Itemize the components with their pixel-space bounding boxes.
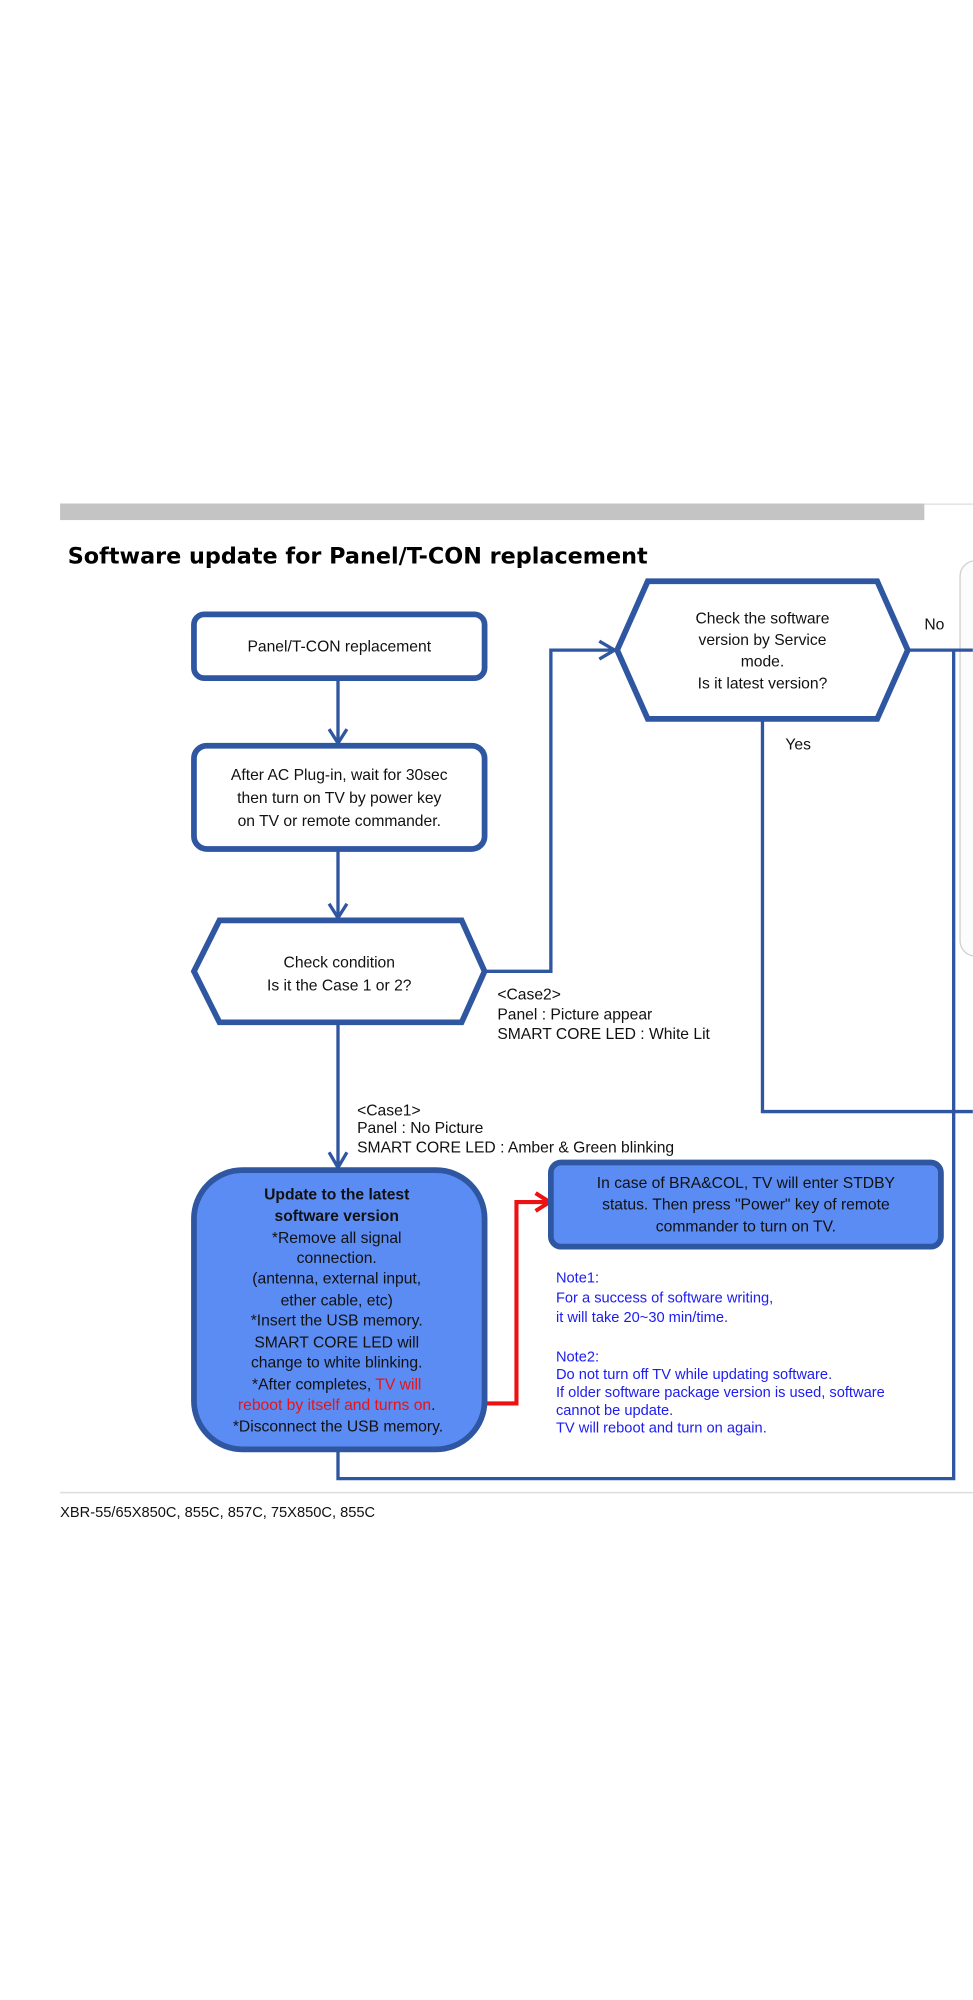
svg-text:In case of BRA&COL, TV will: In case of BRA&COL, TV will enter STDBY: [597, 1175, 896, 1192]
svg-text:TV will reboot and turn on aga: TV will reboot and turn on again.: [556, 1421, 767, 1437]
svg-text:SMART CORE LED : White Lit: SMART CORE LED : White Lit: [497, 1026, 710, 1043]
node-stdby: In case of BRA&COL, TV will enter STDBY …: [548, 1159, 944, 1250]
svg-text:software version: software version: [275, 1208, 399, 1225]
svg-text:*Remove all signal: *Remove all signal: [272, 1230, 402, 1247]
svg-text:Check condition: Check condition: [284, 954, 395, 971]
svg-text:reboot by itself and turns on.: reboot by itself and turns on.: [238, 1397, 436, 1414]
svg-text:change to white blinking.: change to white blinking.: [251, 1355, 422, 1372]
svg-text:on TV or remote commander.: on TV or remote commander.: [238, 813, 441, 830]
svg-text:If older software package vers: If older software package version is use…: [556, 1385, 885, 1401]
svg-text:status. Then press "Power" key: status. Then press "Power" key of remote: [602, 1197, 890, 1214]
svg-text:*Insert the USB memory.: *Insert the USB memory.: [251, 1313, 423, 1330]
svg-text:Do not turn off TV while updat: Do not turn off TV while updating softwa…: [556, 1367, 832, 1383]
svg-text:SMART CORE LED : Amber & Green: SMART CORE LED : Amber & Green blinking: [357, 1139, 674, 1156]
svg-text:After AC Plug-in, wait for 30s: After AC Plug-in, wait for 30sec: [231, 767, 448, 784]
svg-text:commander to turn on TV.: commander to turn on TV.: [656, 1218, 836, 1235]
svg-text:Is it the Case 1 or 2?: Is it the Case 1 or 2?: [267, 977, 412, 994]
header-bar: [60, 503, 925, 521]
svg-text:*After completes, TV will: *After completes, TV will: [252, 1376, 421, 1393]
svg-text:Note2:: Note2:: [556, 1349, 599, 1365]
label-case2: <Case2> Panel : Picture appear SMART COR…: [497, 986, 710, 1043]
svg-text:mode.: mode.: [741, 654, 785, 671]
label-case1: <Case1> Panel : No Picture SMART CORE LE…: [357, 1102, 674, 1156]
node-start: Panel/T-CON replacement: [191, 611, 488, 682]
svg-text:connection.: connection.: [297, 1250, 377, 1267]
footer-model-list: XBR-55/65X850C, 855C, 857C, 75X850C, 855…: [60, 1505, 375, 1521]
svg-text:Panel/T-CON replacement: Panel/T-CON replacement: [247, 638, 431, 655]
svg-text:*Disconnect the USB memory.: *Disconnect the USB memory.: [233, 1418, 443, 1435]
svg-text:Panel : Picture appear: Panel : Picture appear: [497, 1007, 652, 1024]
node-power-on: After AC Plug-in, wait for 30sec then tu…: [191, 742, 488, 852]
svg-text:cannot be update.: cannot be update.: [556, 1403, 673, 1419]
svg-text:version by Service: version by Service: [699, 632, 827, 649]
node-update: Update to the latest software version *R…: [191, 1167, 488, 1453]
edge-yes: [760, 718, 973, 1114]
side-panel-edge: [959, 560, 973, 957]
svg-text:(antenna, external input,: (antenna, external input,: [252, 1271, 421, 1288]
svg-text:Panel : No Picture: Panel : No Picture: [357, 1120, 483, 1137]
svg-text:For a success of software writ: For a success of software writing,: [556, 1291, 773, 1307]
edge-no: [336, 648, 973, 1481]
svg-text:Is it latest version?: Is it latest version?: [698, 675, 828, 692]
svg-text:then turn on TV by power key: then turn on TV by power key: [237, 790, 441, 807]
page-title: Software update for Panel/T-CON replacem…: [68, 543, 648, 569]
svg-text:<Case1>: <Case1>: [357, 1102, 421, 1119]
node-check-condition: Check condition Is it the Case 1 or 2?: [190, 917, 488, 1026]
svg-text:Note1:: Note1:: [556, 1270, 599, 1286]
note2: Note2: Do not turn off TV while updating…: [556, 1349, 885, 1436]
label-no: No: [924, 617, 944, 634]
svg-text:Update to the latest: Update to the latest: [264, 1186, 410, 1203]
svg-text:it will take 20~30 min/time.: it will take 20~30 min/time.: [556, 1310, 728, 1326]
edge-case2: [484, 648, 614, 973]
svg-text:<Case2>: <Case2>: [497, 986, 561, 1003]
note1: Note1: For a success of software writing…: [556, 1270, 773, 1326]
svg-text:SMART CORE LED will: SMART CORE LED will: [254, 1334, 419, 1351]
svg-text:Check the software: Check the software: [695, 610, 829, 627]
node-check-version: Check the software version by Service mo…: [614, 578, 911, 722]
svg-text:ether cable, etc): ether cable, etc): [281, 1292, 393, 1309]
label-yes: Yes: [785, 737, 811, 754]
